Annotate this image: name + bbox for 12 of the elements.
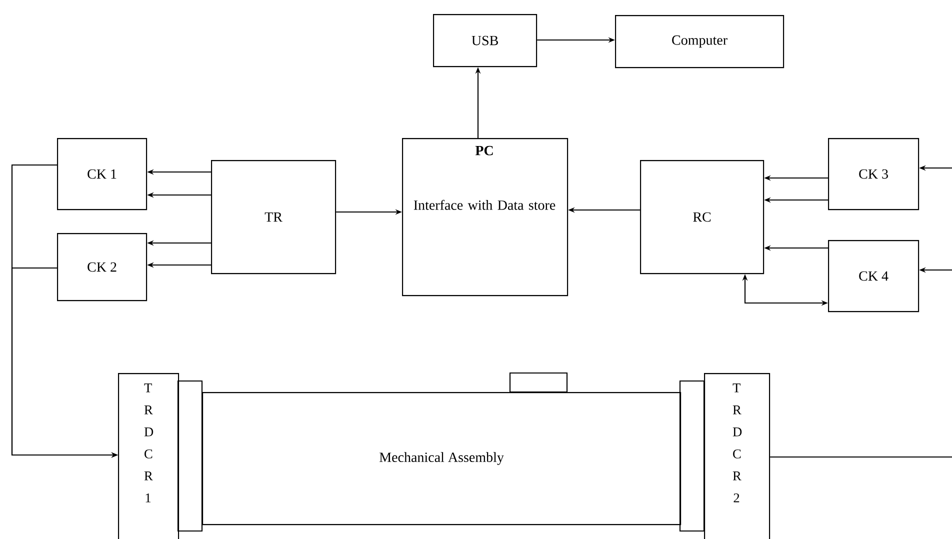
usb-box: USB: [433, 14, 538, 68]
ck-box: CK 4: [828, 240, 920, 312]
ck-box: CK 2: [57, 233, 148, 302]
mechanical-assembly: Mechanical Assembly: [177, 372, 705, 532]
ck-box: CK 1: [57, 138, 148, 210]
receiver-box: RC: [640, 160, 764, 274]
transducer-box: T R D C R 2: [704, 373, 770, 539]
ck-box: CK 3: [828, 138, 920, 210]
computer-box: Computer: [615, 15, 784, 68]
interface-box: PC Interface with Data store: [402, 138, 568, 296]
transducer-box: T R D C R 1: [118, 373, 180, 539]
transmitter-box: TR: [211, 160, 336, 274]
